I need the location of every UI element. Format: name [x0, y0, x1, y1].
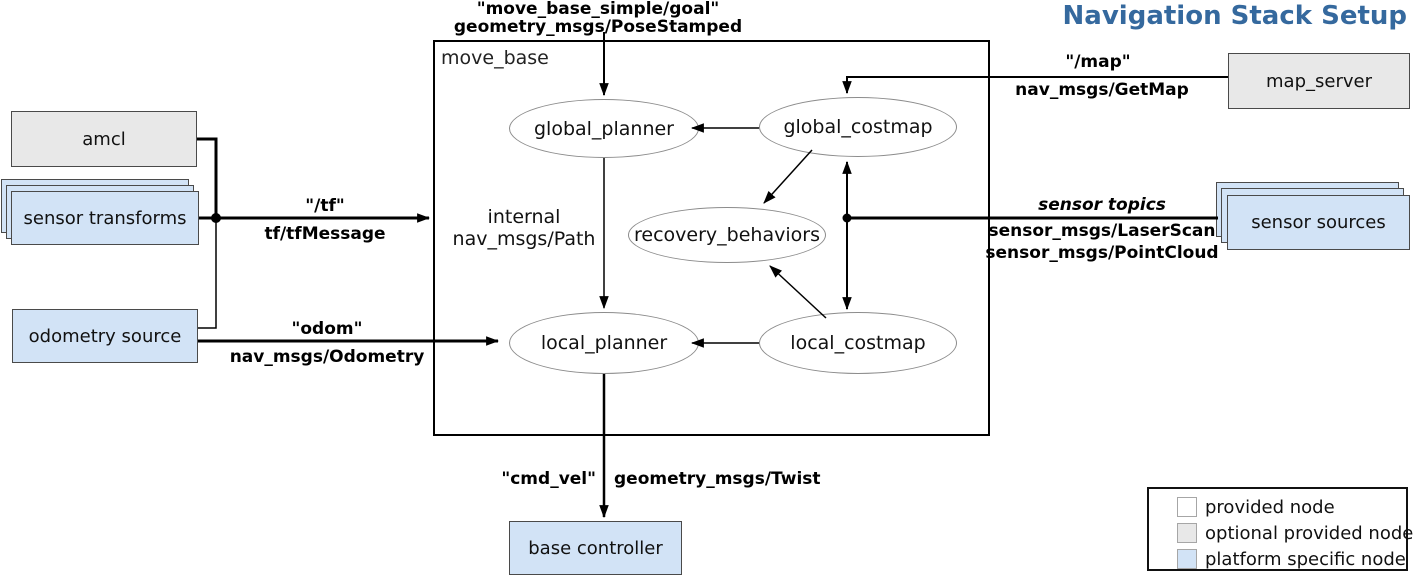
local-planner-ellipse: local_planner [509, 312, 699, 374]
sensor-sources-node: sensor sources [1216, 182, 1410, 250]
sensor-transforms-node: sensor transforms [1, 179, 199, 245]
legend-label-platform: platform specific node [1205, 548, 1406, 570]
base-controller-label: base controller [528, 537, 663, 559]
legend-swatch-platform [1177, 549, 1197, 569]
internal-path-label: internal nav_msgs/Path [453, 206, 596, 250]
tf-type-label: tf/tfMessage [264, 224, 386, 244]
global-costmap-label: global_costmap [783, 116, 933, 138]
recovery-behaviors-label: recovery_behaviors [634, 224, 820, 246]
odom-type-label: nav_msgs/Odometry [229, 347, 425, 367]
map-server-node: map_server [1228, 53, 1410, 109]
cmd-vel-topic-label: "cmd_vel" [501, 469, 596, 489]
goal-topic-label: "move_base_simple/goal" [476, 0, 720, 19]
cmd-vel-type-label: geometry_msgs/Twist [614, 469, 821, 489]
map-topic-label: "/map" [1065, 52, 1131, 72]
internal-label-line2: nav_msgs/Path [452, 228, 596, 250]
sensor-type1-label: sensor_msgs/LaserScan [988, 221, 1216, 241]
junction-dot-left [211, 213, 221, 223]
stack-layer-front: sensor transforms [11, 191, 199, 245]
local-costmap-label: local_costmap [790, 332, 926, 354]
global-costmap-ellipse: global_costmap [759, 97, 957, 157]
global-planner-label: global_planner [533, 117, 674, 140]
amcl-node: amcl [11, 111, 197, 167]
legend-item-optional: optional provided node [1177, 522, 1413, 544]
odometry-source-node: odometry source [12, 309, 198, 363]
internal-label-line1: internal [487, 206, 561, 228]
diagram-title: Navigation Stack Setup [1062, 1, 1407, 31]
edge-amcl-connector [197, 137, 218, 218]
legend-label-provided: provided node [1205, 496, 1335, 518]
map-server-label: map_server [1266, 70, 1372, 92]
legend-swatch-optional [1177, 523, 1197, 543]
sensor-type2-label: sensor_msgs/PointCloud [985, 243, 1219, 263]
sensor-transforms-label: sensor transforms [23, 207, 187, 229]
stack-layer-front: sensor sources [1227, 195, 1410, 250]
legend-swatch-provided [1177, 497, 1197, 517]
move-base-label: move_base [441, 47, 549, 69]
odom-topic-label: "odom" [291, 319, 363, 339]
legend-item-platform: platform specific node [1177, 548, 1406, 570]
sensor-topics-label: sensor topics [1038, 195, 1166, 215]
map-type-label: nav_msgs/GetMap [1015, 80, 1189, 100]
local-costmap-ellipse: local_costmap [759, 312, 957, 374]
legend: provided node optional provided node pla… [1147, 487, 1413, 571]
global-planner-ellipse: global_planner [509, 99, 699, 158]
edge-odometry-connector [198, 218, 217, 329]
legend-label-optional: optional provided node [1205, 522, 1413, 544]
amcl-label: amcl [82, 128, 126, 150]
move-base-container [433, 40, 990, 436]
legend-item-provided: provided node [1177, 496, 1335, 518]
tf-topic-label: "/tf" [305, 196, 345, 216]
goal-type-label: geometry_msgs/PoseStamped [453, 17, 743, 37]
base-controller-node: base controller [509, 521, 682, 575]
local-planner-label: local_planner [540, 332, 668, 354]
sensor-sources-label: sensor sources [1251, 212, 1386, 233]
recovery-behaviors-ellipse: recovery_behaviors [628, 207, 826, 263]
odometry-source-label: odometry source [28, 325, 182, 347]
